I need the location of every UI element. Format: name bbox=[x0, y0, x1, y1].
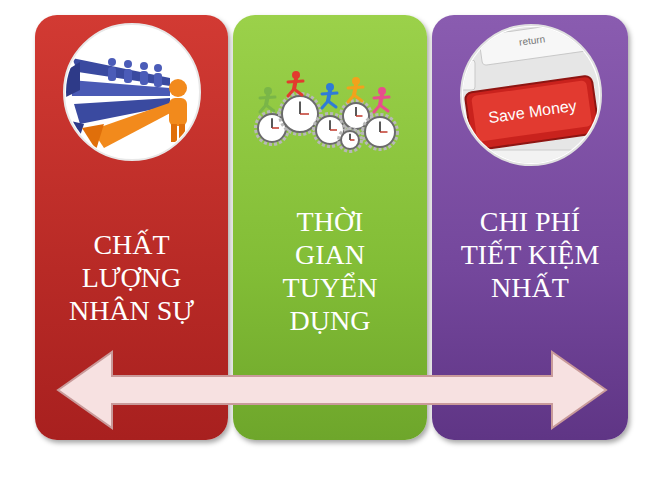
category-panel: THỜI GIAN TUYỂN DỤNG bbox=[233, 15, 427, 440]
panel-text: CHẤT LƯỢNG NHÂN SỰ bbox=[57, 228, 207, 327]
panel-text: THỜI GIAN TUYỂN DỤNG bbox=[263, 205, 398, 337]
double-arrow bbox=[58, 352, 606, 428]
category-panel: CHẤT LƯỢNG NHÂN SỰ bbox=[35, 15, 228, 440]
panel-text: CHI PHÍ TIẾT KIỆM NHẤT bbox=[460, 205, 600, 304]
category-panel: CHI PHÍ TIẾT KIỆM NHẤT bbox=[432, 15, 628, 440]
